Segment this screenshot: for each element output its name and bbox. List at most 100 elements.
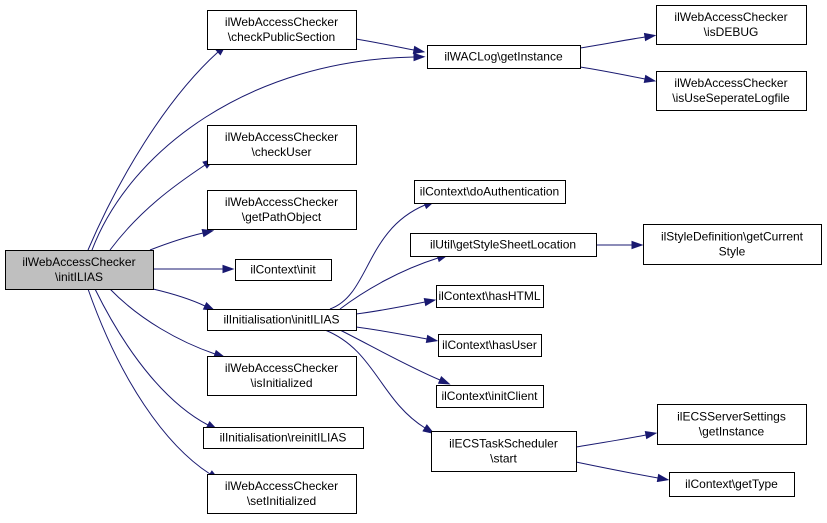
edge-arrowhead — [425, 334, 439, 344]
edge-arrowhead — [422, 424, 435, 435]
node-box[interactable] — [203, 427, 364, 449]
node-label-line: \isInitialized — [250, 376, 312, 390]
edge-waclog_get_instance-to-is_debug — [579, 32, 657, 49]
node-label-line: \checkUser — [251, 145, 311, 159]
edge-arrowhead — [412, 45, 426, 55]
node-init-ilias[interactable]: ilWebAccessChecker\initILIAS — [5, 250, 154, 290]
node-has-user[interactable]: ilContext\hasUser — [438, 334, 542, 357]
node-box[interactable] — [427, 45, 581, 69]
edge-arrowhead — [437, 375, 451, 385]
node-is-initialized[interactable]: ilWebAccessChecker\isInitialized — [207, 356, 357, 396]
node-box[interactable] — [207, 190, 357, 230]
edge-line — [109, 164, 206, 251]
node-box[interactable] — [656, 5, 807, 45]
node-box[interactable] — [643, 224, 822, 265]
node-context-get-type[interactable]: ilContext\getType — [669, 472, 795, 497]
node-label-line: \checkPublicSection — [228, 30, 335, 44]
edge-init_ilias-to-waclog_get_instance — [91, 52, 426, 251]
node-ecs-server-settings-get-instance[interactable]: ilECSServerSettings\getInstance — [657, 404, 807, 445]
edge-init_ilias-to-check_public_section — [87, 44, 227, 251]
node-has-html[interactable]: ilContext\hasHTML — [436, 285, 544, 308]
edge-line — [149, 232, 204, 251]
edge-line — [87, 288, 211, 475]
edges-layer — [87, 32, 670, 483]
edge-line — [575, 434, 647, 448]
edge-arrowhead — [643, 32, 657, 42]
edge-line — [579, 36, 646, 49]
node-box[interactable] — [436, 285, 544, 308]
node-label-line: \isUseSeperateLogfile — [672, 91, 790, 105]
node-label-line: ilContext\doAuthentication — [420, 185, 559, 199]
node-box[interactable] — [207, 309, 357, 331]
edge-arrowhead — [644, 430, 658, 440]
node-box[interactable] — [207, 356, 357, 396]
edge-ecs_task_scheduler_start-to-context_get_type — [575, 461, 670, 483]
node-box[interactable] — [657, 404, 807, 445]
node-check-public-section[interactable]: ilWebAccessChecker\checkPublicSection — [207, 10, 357, 50]
node-check-user[interactable]: ilWebAccessChecker\checkUser — [207, 125, 357, 165]
edge-waclog_get_instance-to-is_use_seperate_logfile — [579, 66, 657, 84]
node-label-line: ilContext\init — [250, 263, 316, 277]
edge-arrowhead — [222, 264, 235, 274]
edge-arrowhead — [656, 473, 670, 483]
node-label-line: ilWebAccessChecker — [674, 10, 787, 24]
edge-line — [87, 51, 219, 251]
edge-line — [355, 38, 415, 51]
node-label-line: ilECSServerSettings — [677, 410, 786, 424]
node-ecs-task-scheduler-start[interactable]: ilECSTaskScheduler\start — [431, 431, 577, 472]
node-do-authentication[interactable]: ilContext\doAuthentication — [414, 180, 566, 204]
node-label-line: ilWebAccessChecker — [674, 76, 787, 90]
node-box[interactable] — [656, 71, 807, 111]
node-box[interactable] — [207, 474, 357, 514]
edge-line — [339, 257, 439, 310]
edge-init_ilias-to-context_init — [153, 264, 235, 274]
node-label-line: \start — [490, 452, 517, 466]
node-reinit-ilias[interactable]: ilInitialisation\reinitILIAS — [203, 427, 364, 449]
node-waclog-get-instance[interactable]: ilWACLog\getInstance — [427, 45, 581, 69]
node-is-debug[interactable]: ilWebAccessChecker\isDEBUG — [656, 5, 807, 45]
node-box[interactable] — [431, 431, 577, 472]
node-box[interactable] — [207, 10, 357, 50]
edge-initialisation_init_ilias-to-has_user — [355, 326, 439, 344]
edge-initialisation_init_ilias-to-has_html — [355, 297, 437, 315]
node-set-initialized[interactable]: ilWebAccessChecker\setInitialized — [207, 474, 357, 514]
edge-line — [94, 288, 209, 426]
edge-init_ilias-to-set_initialized — [87, 288, 220, 481]
node-label-line: \getInstance — [699, 425, 765, 439]
edge-arrowhead — [423, 297, 437, 307]
edge-line — [355, 301, 426, 315]
edge-line — [109, 288, 216, 355]
node-is-use-seperate-logfile[interactable]: ilWebAccessChecker\isUseSeperateLogfile — [656, 71, 807, 111]
node-context-init[interactable]: ilContext\init — [235, 259, 332, 281]
node-label-line: ilContext\hasUser — [442, 338, 537, 352]
edge-init_ilias-to-get_path_object — [149, 229, 215, 251]
node-box[interactable] — [410, 233, 597, 257]
node-label-line: \isDEBUG — [704, 25, 759, 39]
node-label-line: ilWebAccessChecker — [225, 15, 338, 29]
edge-initialisation_init_ilias-to-ecs_task_scheduler_start — [324, 329, 435, 435]
node-init-client[interactable]: ilContext\initClient — [436, 385, 544, 408]
node-box[interactable] — [5, 250, 154, 290]
node-box[interactable] — [235, 259, 332, 281]
node-label-line: ilContext\initClient — [441, 389, 538, 403]
node-box[interactable] — [414, 180, 566, 204]
edge-line — [355, 326, 428, 340]
node-label-line: ilWebAccessChecker — [225, 195, 338, 209]
node-label-line: ilContext\getType — [685, 477, 778, 491]
node-box[interactable] — [436, 385, 544, 408]
node-get-style-sheet-location[interactable]: ilUtil\getStyleSheetLocation — [410, 233, 597, 257]
node-get-path-object[interactable]: ilWebAccessChecker\getPathObject — [207, 190, 357, 230]
node-label-line: \getPathObject — [242, 210, 322, 224]
node-box[interactable] — [438, 334, 542, 357]
node-label-line: Style — [719, 245, 746, 259]
edge-line — [152, 288, 206, 307]
edge-line — [575, 461, 659, 479]
node-box[interactable] — [207, 125, 357, 165]
node-label-line: \setInitialized — [247, 494, 316, 508]
node-initialisation-init-ilias[interactable]: ilInitialisation\initILIAS — [207, 309, 357, 331]
node-box[interactable] — [669, 472, 795, 497]
nodes-layer: ilWebAccessChecker\initILIAS ilWebAccessC… — [5, 5, 822, 514]
node-label-line: ilWebAccessChecker — [225, 361, 338, 375]
